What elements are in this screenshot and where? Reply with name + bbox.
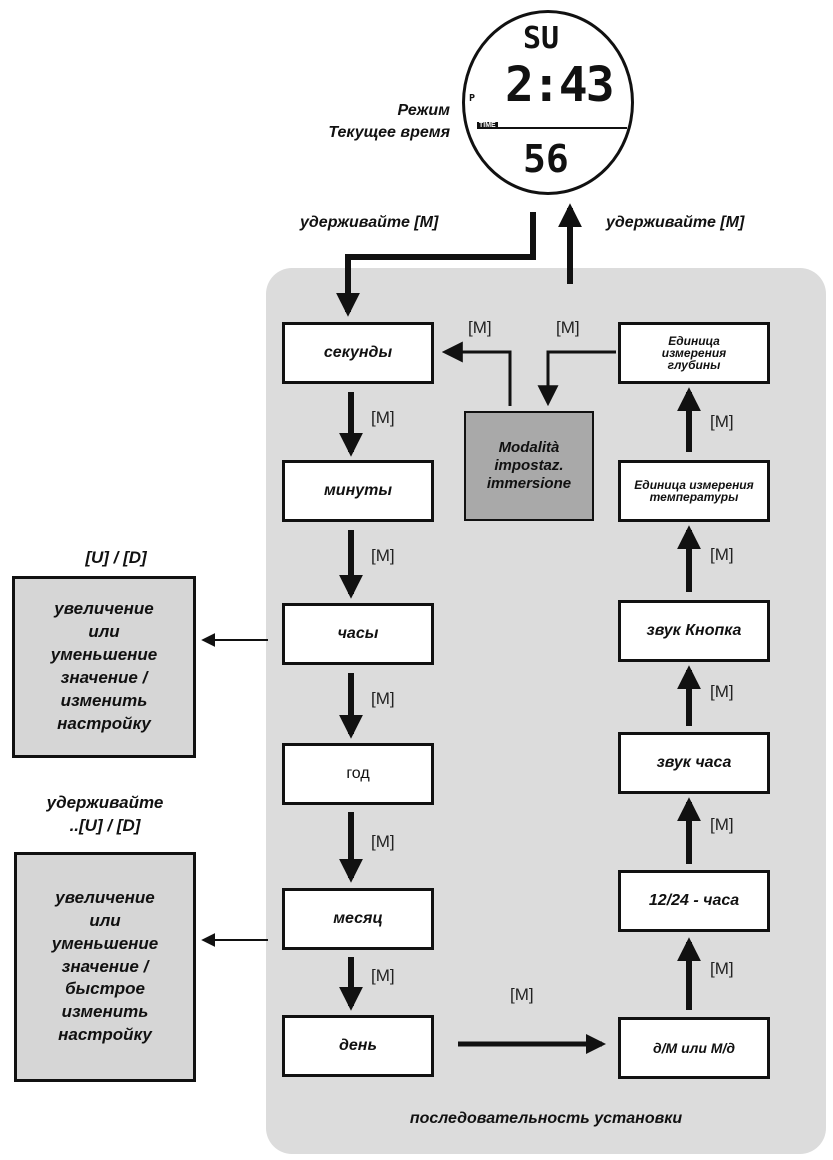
- m-label-4: [M]: [371, 832, 395, 851]
- m-label-5: [M]: [371, 966, 395, 985]
- side-top-box: увеличение или уменьшение значение / изм…: [12, 576, 196, 758]
- arrow-depth-to-mode: [537, 350, 616, 407]
- m-label-8: [M]: [710, 815, 734, 834]
- hold-m-left-label: удерживайте [M]: [300, 214, 439, 231]
- step-date-format: д/М или М/д: [618, 1017, 770, 1079]
- step-12-24-hour: 12/24 - часа: [618, 870, 770, 932]
- m-label-6: [M]: [510, 985, 534, 1004]
- watch-divider: [477, 127, 627, 129]
- step-month: месяц: [282, 888, 434, 950]
- m-label-9: [M]: [710, 682, 734, 701]
- side-top-heading: [U] / [D]: [85, 548, 147, 567]
- step-minutes: минуты: [282, 460, 434, 522]
- m-label-7: [M]: [710, 959, 734, 978]
- m-label-10: [M]: [710, 545, 734, 564]
- watch-display: SU 2:43 P TIME 56: [462, 10, 634, 195]
- hold-m-right-label: удерживайте [M]: [606, 214, 745, 231]
- m-label-3: [M]: [371, 689, 395, 708]
- side-bottom-box: увеличение или уменьшение значение / быс…: [14, 852, 196, 1082]
- watch-seconds: 56: [523, 137, 569, 181]
- step-hours: часы: [282, 603, 434, 665]
- step-temperature-unit: Единица измерения температуры: [618, 460, 770, 522]
- footer-caption: последовательность установки: [409, 1110, 683, 1127]
- m-label-2: [M]: [371, 546, 395, 565]
- watch-bar-label: TIME: [477, 122, 498, 129]
- arrow-mode-to-seconds: [441, 341, 512, 406]
- step-seconds: секунды: [282, 322, 434, 384]
- m-label-1: [M]: [371, 408, 395, 427]
- watch-mode-indicator: P: [469, 93, 476, 104]
- watch-time: 2:43: [505, 57, 615, 113]
- mode-label: Режим Текущее время: [328, 102, 450, 141]
- step-hour-sound: звук часа: [618, 732, 770, 794]
- m-label-11: [M]: [710, 412, 734, 431]
- step-year: год: [282, 743, 434, 805]
- step-button-sound: звук Кнопка: [618, 600, 770, 662]
- step-depth-unit: Единица измерения глубины: [618, 322, 770, 384]
- m-label-12: [M]: [468, 318, 492, 337]
- side-bottom-heading: удерживайте ..[U] / [D]: [46, 793, 164, 835]
- watch-day: SU: [523, 21, 560, 56]
- arrow-watch-to-seconds: [336, 212, 536, 317]
- dive-settings-mode-box: Modalità impostaz. immersione: [464, 411, 594, 521]
- m-label-13: [M]: [556, 318, 580, 337]
- step-day: день: [282, 1015, 434, 1077]
